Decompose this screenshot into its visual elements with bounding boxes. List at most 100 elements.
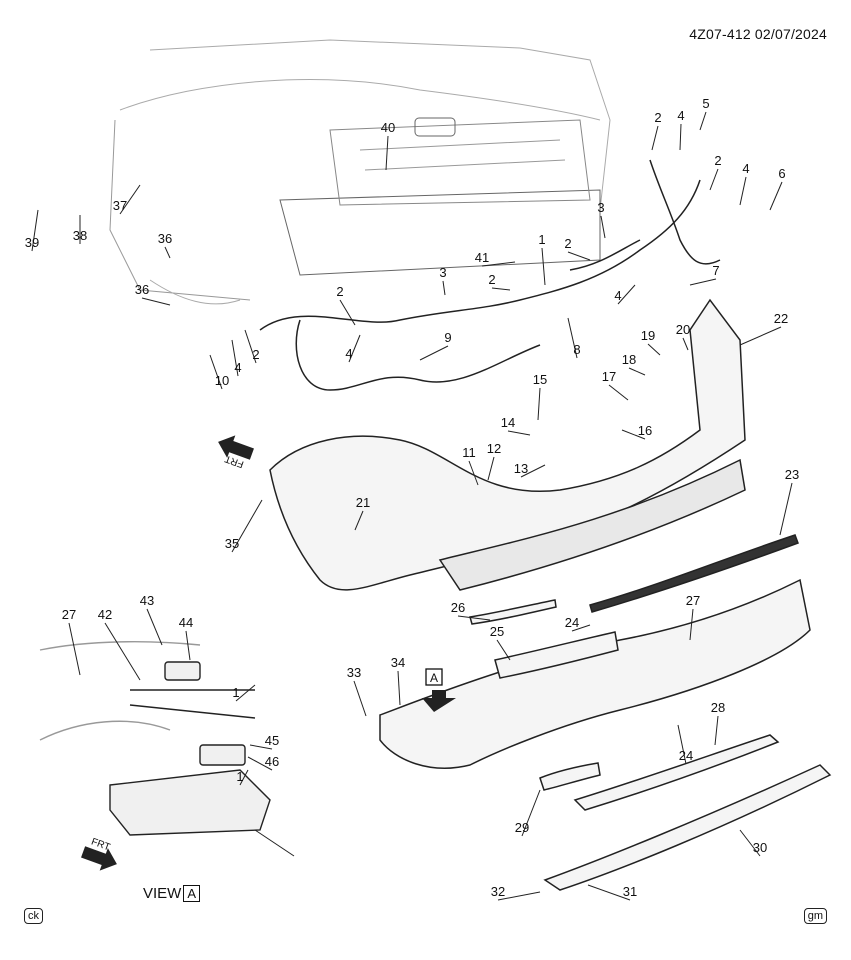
callout-leader-19: [647, 343, 661, 356]
callout-leader-41: [481, 261, 516, 267]
callout-4: 4: [614, 288, 621, 303]
callout-leader-13: [520, 464, 546, 478]
rear-bumper-fascia: [269, 298, 832, 891]
callout-13: 13: [514, 461, 528, 476]
callout-31: 31: [623, 884, 637, 899]
callout-leader-26: [457, 615, 491, 621]
callout-9: 9: [444, 330, 451, 345]
callout-leader-34: [397, 670, 401, 706]
callout-42: 42: [98, 607, 112, 622]
callout-leader-1: [541, 247, 546, 286]
gm-logo: gm: [803, 908, 827, 924]
callout-41: 41: [475, 250, 489, 265]
callout-leader-1: [235, 684, 256, 702]
callout-leader-39: [31, 209, 39, 252]
callout-leader-24: [571, 624, 591, 632]
callout-2: 2: [564, 236, 571, 251]
callout-leader-28: [714, 715, 719, 746]
callout-leader-35: [231, 499, 263, 553]
callout-45: 45: [265, 733, 279, 748]
callout-leader-10: [209, 354, 223, 390]
callout-leader-42: [104, 622, 141, 681]
callout-4: 4: [234, 360, 241, 375]
callout-leader-36: [141, 297, 171, 306]
callout-11: 11: [462, 445, 476, 460]
callout-2: 2: [654, 110, 661, 125]
callout-20: 20: [676, 322, 690, 337]
callout-1: 1: [232, 685, 239, 700]
callout-leader-4: [617, 284, 636, 305]
callout-leader-4: [348, 334, 361, 363]
callout-leader-1: [239, 769, 249, 786]
callout-30: 30: [753, 840, 767, 855]
callout-leader-6: [769, 181, 783, 211]
frt-arrow-view: FRT: [81, 836, 117, 871]
callout-2: 2: [252, 347, 259, 362]
callout-leader-5: [699, 111, 707, 131]
callout-leader-14: [507, 430, 531, 436]
callout-4: 4: [742, 161, 749, 176]
callout-12: 12: [487, 441, 501, 456]
callout-leader-33: [353, 680, 367, 717]
callout-19: 19: [641, 328, 655, 343]
diagram-code: 4Z07-412 02/07/2024: [689, 26, 827, 42]
callout-14: 14: [501, 415, 515, 430]
callout-4: 4: [345, 346, 352, 361]
callout-32: 32: [491, 884, 505, 899]
callout-34: 34: [391, 655, 405, 670]
callout-36: 36: [135, 282, 149, 297]
callout-1: 1: [236, 769, 243, 784]
callout-leader-4: [679, 123, 682, 151]
callout-leader-21: [354, 510, 364, 531]
callout-27: 27: [686, 593, 700, 608]
callout-leader-31: [587, 884, 631, 901]
callout-leader-30: [739, 829, 761, 857]
callout-leader-9: [419, 345, 449, 361]
callout-28: 28: [711, 700, 725, 715]
callout-leader-27: [68, 622, 81, 676]
callout-leader-4: [739, 176, 747, 206]
callout-leader-40: [385, 135, 389, 171]
callout-leader-44: [185, 630, 191, 661]
callout-37: 37: [113, 198, 127, 213]
callout-1: 1: [538, 232, 545, 247]
callout-26: 26: [451, 600, 465, 615]
callout-leader-24: [677, 724, 687, 765]
callout-leader-2: [567, 251, 591, 261]
callout-leader-11: [468, 460, 479, 486]
callout-leader-2: [651, 125, 659, 151]
callout-leader-undefined: [254, 829, 295, 857]
callout-leader-2: [339, 299, 356, 326]
callout-leader-27: [689, 608, 694, 641]
callout-leader-2: [491, 287, 511, 291]
callout-leader-23: [779, 482, 793, 536]
callout-22: 22: [774, 311, 788, 326]
callout-leader-32: [497, 891, 541, 901]
callout-leader-45: [249, 744, 273, 750]
vehicle-body-outline: [109, 39, 611, 305]
callout-2: 2: [336, 284, 343, 299]
callout-leader-3: [600, 215, 606, 239]
callout-5: 5: [702, 96, 709, 111]
callout-44: 44: [179, 615, 193, 630]
callout-leader-22: [739, 326, 782, 346]
callout-leader-3: [442, 280, 446, 296]
callout-2: 2: [714, 153, 721, 168]
view-a-pointer-letter: A: [430, 671, 438, 685]
callout-21: 21: [356, 495, 370, 510]
callout-15: 15: [533, 372, 547, 387]
callout-leader-17: [608, 384, 629, 401]
callout-17: 17: [602, 369, 616, 384]
callout-7: 7: [712, 263, 719, 278]
callout-leader-7: [689, 278, 717, 286]
callout-leader-12: [487, 456, 495, 481]
callout-3: 3: [597, 200, 604, 215]
callout-leader-25: [496, 639, 511, 661]
callout-leader-15: [537, 387, 541, 421]
callout-leader-37: [119, 184, 141, 215]
view-a-pointer: A: [422, 668, 456, 712]
callout-24: 24: [679, 748, 693, 763]
